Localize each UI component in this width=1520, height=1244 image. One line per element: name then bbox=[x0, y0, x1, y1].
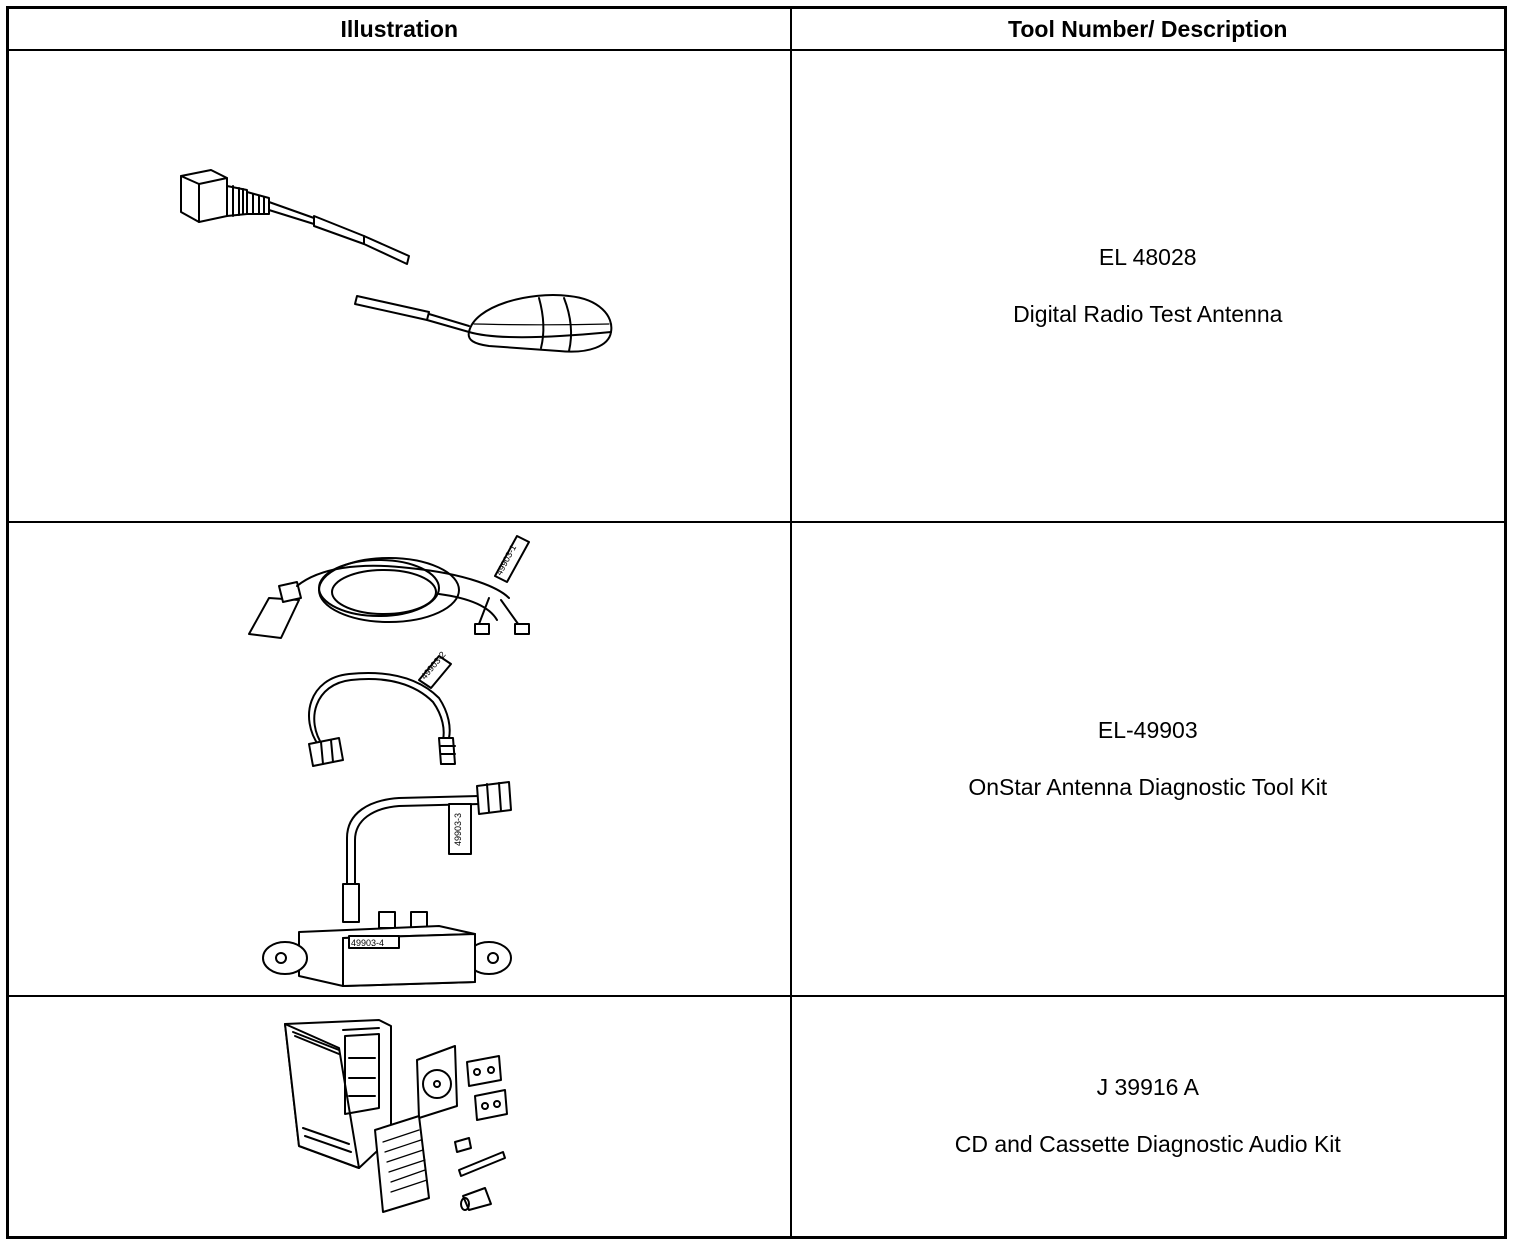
table-header-row: Illustration Tool Number/ Description bbox=[6, 6, 1507, 51]
tool-description: OnStar Antenna Diagnostic Tool Kit bbox=[968, 774, 1328, 800]
table-row: 49903-1 49903-2 49903-3 bbox=[6, 521, 1507, 997]
tool-description-cell: J 39916 A CD and Cassette Diagnostic Aud… bbox=[789, 995, 1507, 1238]
digital-radio-test-antenna-illustration bbox=[180, 169, 613, 353]
cable3-tag-label: 49903-3 bbox=[453, 813, 463, 846]
tool-description-cell: EL-49903 OnStar Antenna Diagnostic Tool … bbox=[789, 521, 1507, 997]
illustration-cell: 49903-1 49903-2 49903-3 bbox=[6, 521, 792, 997]
table-row: EL 48028 Digital Radio Test Antenna bbox=[6, 49, 1507, 523]
illustration-cell bbox=[6, 49, 792, 523]
table-row: J 39916 A CD and Cassette Diagnostic Aud… bbox=[6, 995, 1507, 1238]
tool-number: EL-49903 bbox=[1097, 717, 1198, 743]
tool-number: J 39916 A bbox=[1096, 1074, 1199, 1101]
cd-cassette-diagnostic-kit-illustration bbox=[284, 1019, 509, 1214]
onstar-antenna-diagnostic-kit-illustration: 49903-1 49903-2 49903-3 bbox=[248, 535, 531, 987]
header-tool-description: Tool Number/ Description bbox=[789, 6, 1507, 51]
header-illustration: Illustration bbox=[6, 6, 792, 51]
tool-description: Digital Radio Test Antenna bbox=[1013, 301, 1283, 327]
tool-number: EL 48028 bbox=[1098, 244, 1197, 270]
tool-description: CD and Cassette Diagnostic Audio Kit bbox=[954, 1131, 1341, 1158]
special-tools-table: Illustration Tool Number/ Description bbox=[6, 6, 1507, 1239]
adapter-label: 49903-4 bbox=[351, 938, 384, 948]
tool-description-cell: EL 48028 Digital Radio Test Antenna bbox=[789, 49, 1507, 523]
illustration-cell bbox=[6, 995, 792, 1238]
